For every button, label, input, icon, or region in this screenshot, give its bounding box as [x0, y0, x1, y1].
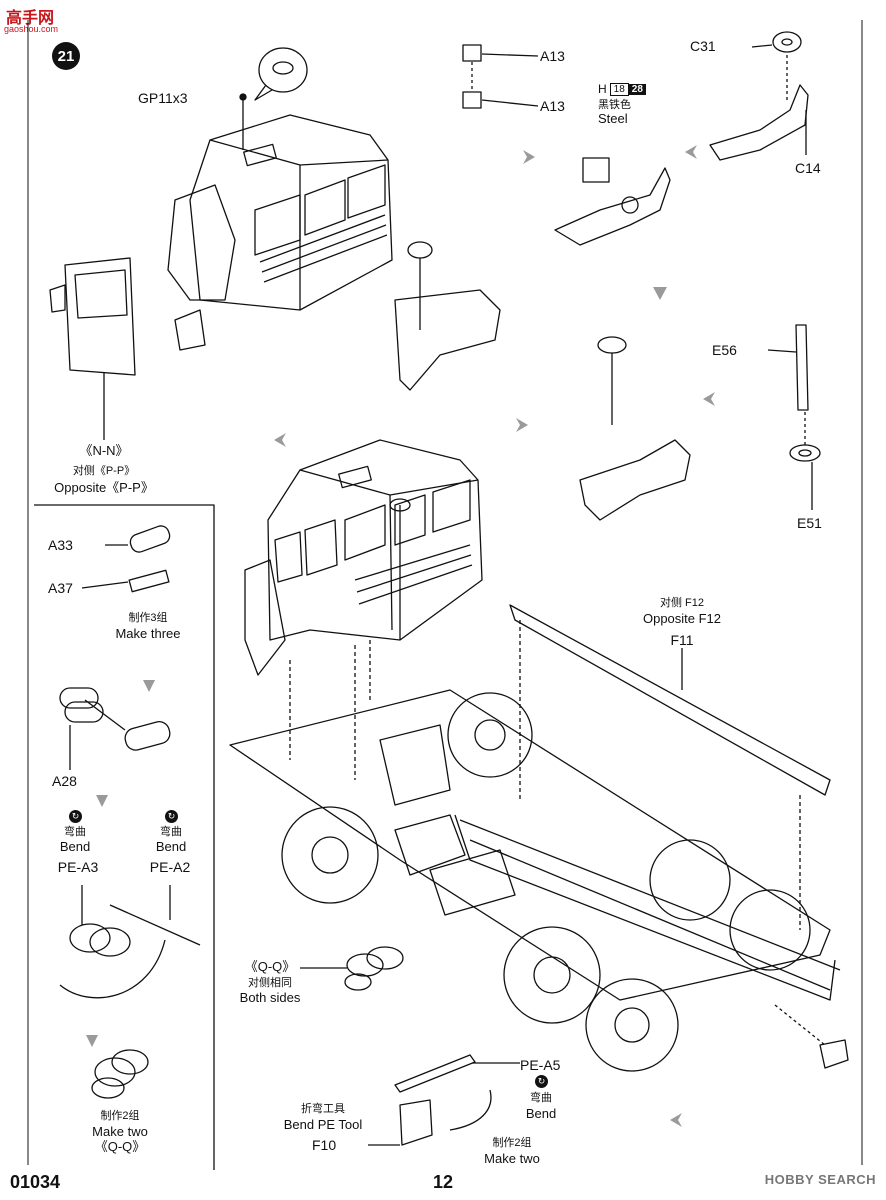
callout-nn: 《N-N》: [79, 443, 129, 458]
step-number-badge: 21: [52, 42, 80, 70]
part-label-a28: A28: [52, 773, 77, 789]
part-label-a33: A33: [48, 537, 73, 553]
both-sides-cn: 对侧相同: [248, 977, 292, 989]
part-label-pe-a3: PE-A3: [57, 859, 99, 875]
site-watermark: 高手网: [6, 10, 55, 27]
guide-arrow: [523, 150, 535, 164]
page-number: 12: [432, 1172, 454, 1192]
bend-cn-3: 弯曲: [530, 1092, 552, 1104]
part-label-f11: F11: [670, 632, 694, 648]
callout-pp-cn: 对侧《P-P》: [72, 465, 136, 477]
make-two-cn-1: 制作2组: [100, 1110, 140, 1122]
bend-icon: ↻: [69, 810, 82, 823]
bend-cn-2: 弯曲: [160, 826, 182, 838]
part-label-gp11: GP11x3: [138, 90, 188, 106]
make-two-cn-2: 制作2组: [492, 1137, 532, 1149]
make-two-en-1: Make two: [92, 1124, 148, 1139]
make-two-en-2: Make two: [484, 1151, 540, 1166]
part-label-a13-top: A13: [540, 48, 565, 64]
part-label-a37: A37: [48, 580, 73, 596]
callout-pp-en: Opposite《P-P》: [54, 480, 154, 495]
exhaust-pipe-drawing: [795, 324, 809, 411]
upper-cab-drawing: [167, 114, 393, 351]
bend-tool-en: Bend PE Tool: [283, 1117, 363, 1132]
callout-qq-1: 《Q-Q》: [94, 1139, 146, 1154]
paint-code-letter: H: [598, 82, 607, 96]
callout-qq-2: 《Q-Q》: [244, 959, 296, 974]
part-label-c14: C14: [795, 160, 821, 176]
callout-f12-cn: 对侧 F12: [659, 597, 705, 609]
part-label-e56: E56: [712, 342, 737, 358]
part-label-pe-a5: PE-A5: [520, 1057, 561, 1073]
bend-en-1: Bend: [59, 839, 91, 854]
paint-code-num-1: 18: [609, 82, 629, 96]
site-watermark-url: gaoshou.com: [4, 24, 59, 34]
bend-cn-1: 弯曲: [64, 826, 86, 838]
bend-icon: ↻: [165, 810, 178, 823]
both-sides-en: Both sides: [239, 990, 301, 1005]
footer-watermark: HOBBY SEARCH: [764, 1172, 876, 1187]
f11-rail-drawing: [509, 604, 831, 796]
make-three-en: Make three: [115, 626, 181, 641]
callout-f12-en: Opposite F12: [642, 611, 722, 626]
part-label-e51: E51: [797, 515, 822, 531]
part-label-pe-a2: PE-A2: [149, 859, 191, 875]
paint-code-h: H 18 28: [598, 82, 646, 96]
paint-name-en: Steel: [598, 111, 628, 126]
door-drawing: [64, 257, 136, 376]
kit-number: 01034: [10, 1172, 61, 1192]
make-three-cn: 制作3组: [128, 612, 168, 624]
part-label-a13-bottom: A13: [540, 98, 565, 114]
bend-en-3: Bend: [525, 1106, 557, 1121]
part-label-f10: F10: [312, 1137, 337, 1153]
paint-code-num-2: 28: [628, 83, 646, 95]
paint-name-cn: 黑铁色: [598, 99, 631, 111]
bend-en-2: Bend: [155, 839, 187, 854]
chassis-drawing: [229, 689, 841, 1072]
bend-icon: ↻: [535, 1075, 548, 1088]
truck-cab-drawing: [244, 439, 483, 676]
part-label-c31: C31: [690, 38, 716, 54]
bend-tool-cn: 折弯工具: [301, 1103, 345, 1115]
